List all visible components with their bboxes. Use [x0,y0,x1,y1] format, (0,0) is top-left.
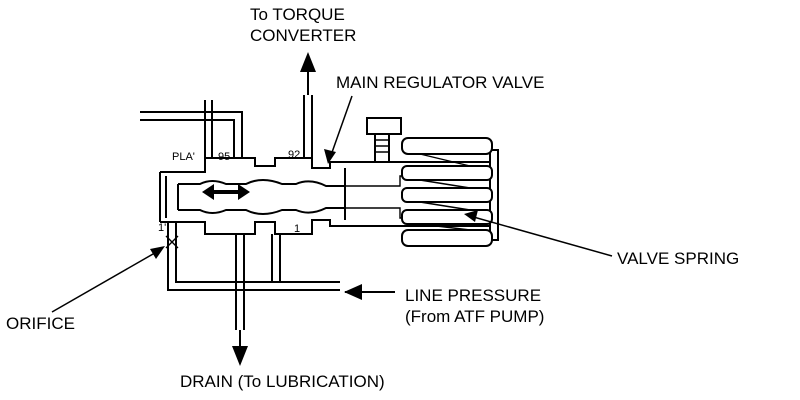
torque-converter-arrow [300,52,316,95]
orifice-label: ORIFICE [6,314,75,333]
orifice-restriction [165,235,179,249]
port-code-1-mid: 1 [294,223,300,235]
valve-spring [401,137,493,247]
orifice-pointer-arrow [51,246,165,313]
line-pressure-arrow [344,284,395,300]
valve-spring-pointer [464,210,613,257]
valve-spring-label: VALVE SPRING [617,249,739,268]
port-code-pla: PLA' [172,151,195,163]
spool-movement-arrow [202,184,250,200]
port-code-1-left: 1' [158,222,166,234]
port-code-92: 92 [288,149,300,161]
drain-arrow [232,330,248,366]
torque-converter-label-line2: CONVERTER [250,26,356,45]
main-regulator-valve-label: MAIN REGULATOR VALVE [336,73,544,92]
fluid-passages [140,95,340,330]
main-regulator-valve-pointer [324,95,353,164]
adjusting-bolt [366,117,402,163]
torque-converter-label-line1: To TORQUE [250,5,345,24]
line-pressure-label-line2: (From ATF PUMP) [405,307,544,326]
drain-label: DRAIN (To LUBRICATION) [180,372,385,391]
line-pressure-label-line1: LINE PRESSURE [405,286,541,305]
